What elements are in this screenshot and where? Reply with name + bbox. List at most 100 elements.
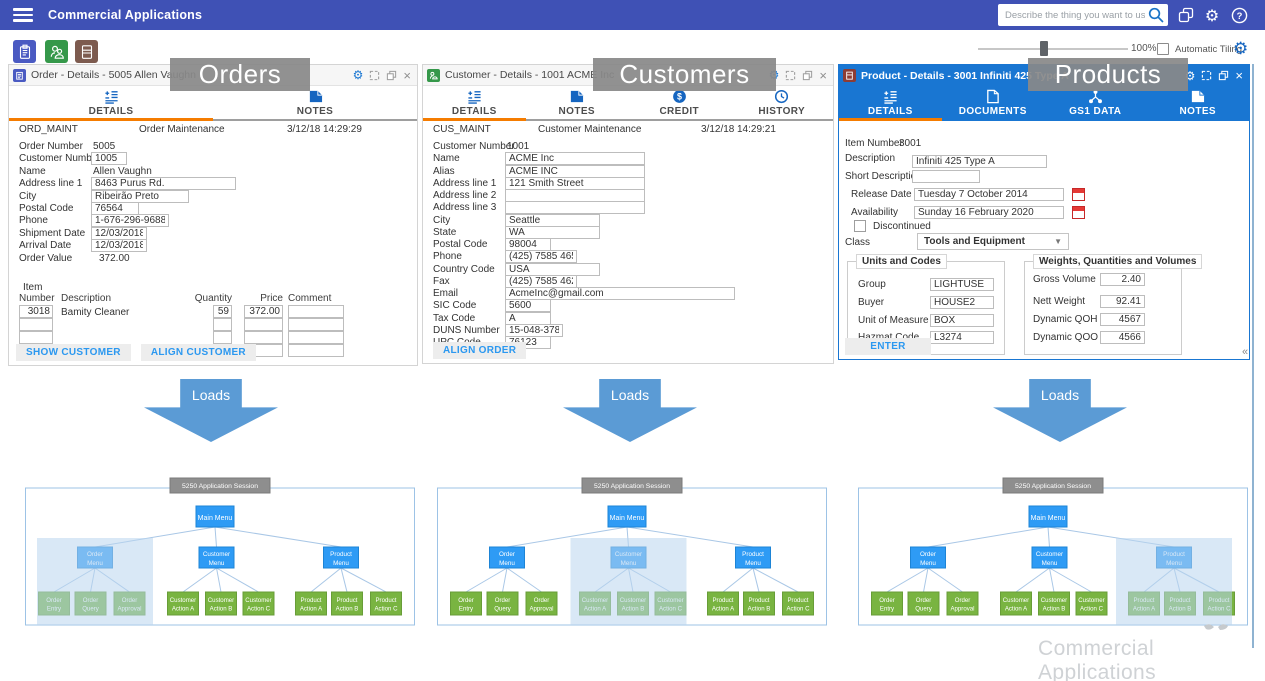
customer-alias-input[interactable] [505, 165, 645, 178]
tile-icon[interactable] [802, 70, 813, 81]
product-dynamic-qoh-input[interactable] [1100, 313, 1145, 326]
item-comment-input[interactable] [288, 344, 344, 357]
search-icon[interactable] [1147, 6, 1165, 24]
hamburger-menu-icon[interactable] [13, 5, 33, 25]
field-label: Address line 1 [19, 178, 83, 189]
close-icon[interactable]: × [1235, 68, 1243, 83]
zoom-slider-track[interactable] [978, 48, 1128, 50]
customer-tax-code-input[interactable] [505, 312, 551, 325]
customer-address1-input[interactable] [505, 177, 645, 190]
tree-node-main-menu [1028, 505, 1068, 528]
field-label: Nett Weight [1033, 296, 1086, 307]
product-dynamic-qoo-input[interactable] [1100, 331, 1145, 344]
tree-node-customer-menu [198, 546, 235, 569]
tree-label: Entry [459, 606, 474, 613]
customer-address2-input[interactable] [505, 189, 645, 202]
item-quantity-input[interactable] [213, 305, 232, 318]
window-settings-gear-icon[interactable]: ⚙ [352, 68, 364, 82]
layout-settings-gear-icon[interactable]: ⚙ [1233, 39, 1249, 59]
close-icon[interactable]: × [819, 67, 827, 83]
tree-label: Action B [210, 606, 233, 613]
enter-button[interactable]: ENTER [845, 338, 931, 355]
maximize-icon[interactable] [369, 70, 380, 81]
maximize-icon[interactable] [1201, 70, 1212, 81]
tab-documents[interactable]: DOCUMENTS [942, 86, 1045, 119]
order-phone-input[interactable] [91, 214, 169, 227]
tab-notes[interactable]: NOTES [526, 86, 629, 119]
customer-phone-input[interactable] [505, 250, 577, 263]
item-price-input[interactable] [244, 331, 283, 344]
product-gross-volume-input[interactable] [1100, 273, 1145, 286]
maximize-icon[interactable] [785, 70, 796, 81]
product-group-input[interactable] [930, 278, 994, 291]
customer-duns-number-input[interactable] [505, 324, 563, 337]
tree-label: Product [336, 597, 357, 604]
item-comment-input[interactable] [288, 318, 344, 331]
tab-notes[interactable]: NOTES [1147, 86, 1250, 119]
align-customer-button[interactable]: ALIGN CUSTOMER [140, 344, 256, 361]
item-quantity-input[interactable] [213, 318, 232, 331]
global-search[interactable] [998, 4, 1168, 26]
order-address1-input[interactable] [91, 177, 236, 190]
show-customer-button[interactable]: SHOW CUSTOMER [16, 344, 131, 361]
product-unit-of-measure-input[interactable] [930, 314, 994, 327]
calendar-icon[interactable] [1072, 188, 1085, 201]
settings-gear-icon[interactable]: ⚙ [1204, 5, 1220, 25]
customer-sic-code-input[interactable] [505, 299, 551, 312]
item-price-input[interactable] [244, 318, 283, 331]
window-settings-gear-icon[interactable]: ⚙ [1184, 68, 1196, 83]
tab-history[interactable]: HISTORY [731, 86, 834, 119]
product-nett-weight-input[interactable] [1100, 295, 1145, 308]
customer-name-input[interactable] [505, 152, 645, 165]
tab-details[interactable]: DETAILS [9, 86, 213, 121]
orders-app-icon[interactable] [13, 40, 36, 63]
customer-window-icon [427, 68, 440, 82]
tab-notes[interactable]: NOTES [213, 86, 417, 119]
tree-connector [310, 567, 342, 593]
help-icon[interactable]: ? [1229, 5, 1249, 25]
form-icon [883, 88, 898, 104]
automatic-tiling-checkbox[interactable] [1157, 43, 1169, 55]
customer-address3-input[interactable] [505, 201, 645, 214]
item-quantity-input[interactable] [213, 331, 232, 344]
tile-icon[interactable] [386, 70, 397, 81]
product-buyer-input[interactable] [930, 296, 994, 309]
item-number-input[interactable] [19, 331, 53, 344]
customer-email-input[interactable] [505, 287, 735, 300]
zoom-slider-handle[interactable] [1040, 41, 1048, 56]
tree-connector [502, 567, 508, 593]
apps-notes-icon[interactable] [1176, 5, 1196, 25]
order-arrival-date-input[interactable] [91, 239, 147, 252]
item-price-input[interactable] [244, 305, 283, 318]
search-input[interactable] [998, 9, 1147, 21]
discontinued-checkbox[interactable] [854, 220, 866, 232]
product-class-select[interactable]: Tools and Equipment ▼ [917, 233, 1069, 250]
tab-credit[interactable]: $ CREDIT [628, 86, 731, 119]
products-app-icon[interactable] [75, 40, 98, 63]
tile-icon[interactable] [1218, 70, 1229, 81]
order-customer-number-input[interactable] [91, 152, 127, 165]
customer-state-input[interactable] [505, 226, 600, 239]
item-number-input[interactable] [19, 305, 53, 318]
dock-splitter[interactable] [1252, 64, 1254, 648]
tree-label: Menu [920, 560, 936, 567]
product-release-date-input[interactable] [914, 188, 1064, 201]
item-comment-input[interactable] [288, 331, 344, 344]
order-city-input[interactable] [91, 190, 189, 203]
product-description-input[interactable] [912, 155, 1047, 168]
calendar-icon[interactable] [1072, 206, 1085, 219]
product-short-description-input[interactable] [912, 170, 980, 183]
close-icon[interactable]: × [403, 67, 411, 83]
customers-app-icon[interactable] [45, 40, 68, 63]
tree-leaf-order-entry [871, 591, 903, 616]
product-hazmat-code-input[interactable] [930, 331, 994, 344]
tab-details[interactable]: DETAILS [839, 86, 942, 121]
watermark-text: Commercial Applications [1038, 637, 1157, 681]
tab-details[interactable]: DETAILS [423, 86, 526, 121]
tree-connector [506, 526, 628, 548]
collapse-chevron-icon[interactable]: « [1242, 346, 1249, 358]
product-availability-input[interactable] [914, 206, 1064, 219]
align-order-button[interactable]: ALIGN ORDER [433, 342, 527, 359]
item-number-input[interactable] [19, 318, 53, 331]
item-comment-input[interactable] [288, 305, 344, 318]
